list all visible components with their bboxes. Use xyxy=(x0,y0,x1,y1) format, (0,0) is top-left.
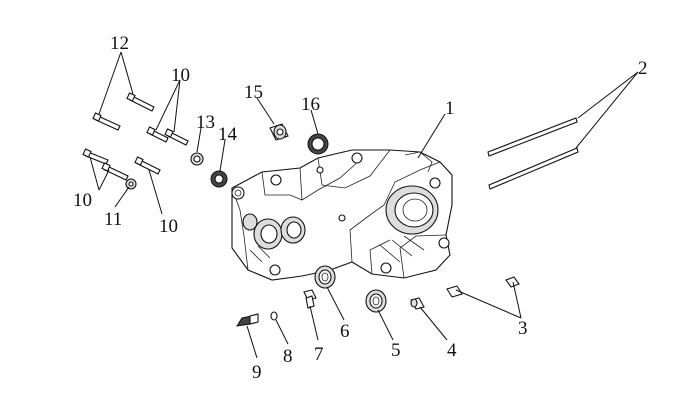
callout-3: 3 xyxy=(518,318,528,339)
callout-1: 1 xyxy=(445,98,455,119)
leader-lines xyxy=(89,51,639,359)
small-ring xyxy=(270,311,278,321)
seal-16 xyxy=(307,133,329,155)
small-bushing xyxy=(410,297,425,310)
callout-4: 4 xyxy=(447,340,457,361)
callout-11: 11 xyxy=(104,209,122,230)
callout-10-right: 10 xyxy=(159,216,178,237)
bushing-13 xyxy=(190,152,204,166)
callout-9: 9 xyxy=(252,362,262,383)
drain-plug xyxy=(235,313,259,327)
callout-16: 16 xyxy=(301,94,320,115)
callout-12: 12 xyxy=(110,33,129,54)
callout-5: 5 xyxy=(391,340,401,361)
callout-8: 8 xyxy=(283,346,293,367)
elbow-fitting xyxy=(303,289,317,309)
callout-7: 7 xyxy=(314,344,324,365)
bolts xyxy=(82,92,189,181)
callout-2: 2 xyxy=(638,58,648,79)
bearing-6 xyxy=(314,265,336,289)
callout-labels: 1 2 3 4 5 6 7 8 9 10 10 10 10 11 12 13 1… xyxy=(73,33,648,383)
callout-14: 14 xyxy=(218,124,238,145)
bushing-15 xyxy=(269,123,289,141)
callout-6: 6 xyxy=(340,321,350,342)
callout-13: 13 xyxy=(196,112,215,133)
callout-10-left: 10 xyxy=(73,190,92,211)
long-studs xyxy=(487,117,579,190)
seal-14 xyxy=(210,170,228,188)
callout-15: 15 xyxy=(244,82,263,103)
bearing-5 xyxy=(365,289,387,313)
washer xyxy=(125,178,137,190)
crankcase-housing xyxy=(231,149,453,281)
callout-10-top: 10 xyxy=(171,65,190,86)
dowel-pins xyxy=(446,276,520,298)
